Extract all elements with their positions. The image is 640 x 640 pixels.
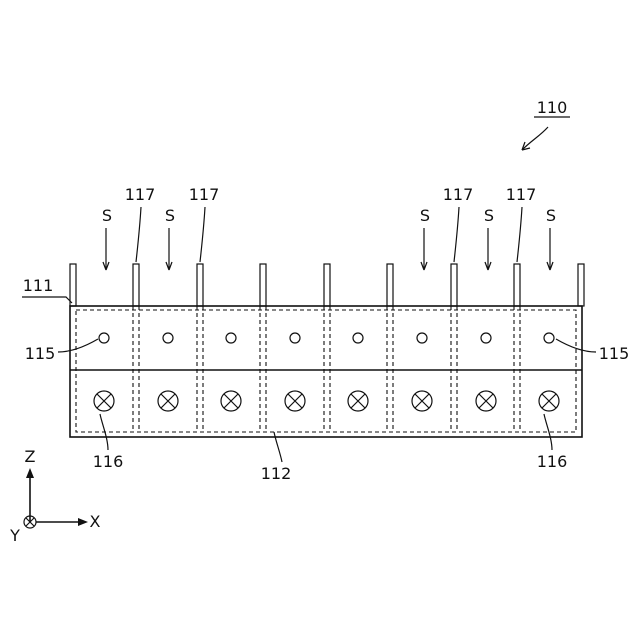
label-s: S bbox=[420, 206, 430, 225]
exhaust-cross bbox=[288, 394, 302, 408]
z-arrowhead bbox=[26, 468, 34, 478]
x-axis-label: X bbox=[90, 512, 101, 531]
partition-dashes bbox=[133, 306, 520, 432]
leader-117 bbox=[517, 207, 522, 262]
leader-115-left bbox=[58, 339, 98, 352]
label-117: 117 bbox=[189, 185, 220, 204]
label-116-right: 116 bbox=[537, 452, 568, 471]
exhaust-cross bbox=[161, 394, 175, 408]
exhaust-cross bbox=[224, 394, 238, 408]
partition-plate bbox=[578, 264, 584, 306]
label-115-right: 115 bbox=[599, 344, 630, 363]
label-s: S bbox=[165, 206, 175, 225]
nozzle-circle bbox=[544, 333, 554, 343]
leader-111 bbox=[22, 297, 72, 303]
partition-labels: 117 117 117 117 bbox=[125, 185, 537, 262]
substrate-labels: SSSSS bbox=[102, 206, 556, 270]
partition-plate bbox=[514, 264, 520, 306]
partition-plate bbox=[70, 264, 76, 306]
z-axis-label: Z bbox=[25, 447, 36, 466]
label-115-left: 115 bbox=[25, 344, 56, 363]
tank-outline bbox=[70, 306, 582, 437]
exhaust-row bbox=[94, 391, 559, 411]
exhaust-cross bbox=[415, 394, 429, 408]
drain-region bbox=[76, 310, 576, 432]
label-s: S bbox=[546, 206, 556, 225]
partition-plate bbox=[387, 264, 393, 306]
label-117: 117 bbox=[125, 185, 156, 204]
y-axis-label: Y bbox=[9, 526, 20, 545]
nozzle-circle bbox=[99, 333, 109, 343]
leader-117 bbox=[136, 207, 141, 262]
nozzle-circle bbox=[290, 333, 300, 343]
nozzle-circle bbox=[417, 333, 427, 343]
exhaust-cross bbox=[351, 394, 365, 408]
nozzle-circle bbox=[481, 333, 491, 343]
partition-plate bbox=[133, 264, 139, 306]
label-112: 112 bbox=[261, 464, 292, 483]
nozzle-row bbox=[99, 333, 554, 343]
label-111: 111 bbox=[23, 276, 54, 295]
partition-plates bbox=[70, 264, 584, 306]
label-116-left: 116 bbox=[93, 452, 124, 471]
ref-label-110: 110 bbox=[537, 98, 568, 117]
label-117: 117 bbox=[443, 185, 474, 204]
exhaust-cross bbox=[97, 394, 111, 408]
exhaust-cross bbox=[479, 394, 493, 408]
partition-plate bbox=[260, 264, 266, 306]
partition-plate bbox=[197, 264, 203, 306]
nozzle-circle bbox=[163, 333, 173, 343]
label-s: S bbox=[102, 206, 112, 225]
partition-plate bbox=[451, 264, 457, 306]
leader-117 bbox=[454, 207, 459, 262]
ref-arrow bbox=[522, 127, 548, 150]
label-117: 117 bbox=[506, 185, 537, 204]
x-arrowhead bbox=[78, 518, 88, 526]
nozzle-circle bbox=[226, 333, 236, 343]
leader-117 bbox=[200, 207, 205, 262]
nozzle-circle bbox=[353, 333, 363, 343]
exhaust-cross bbox=[542, 394, 556, 408]
axis-indicator: Z X Y bbox=[9, 447, 100, 545]
partition-plate bbox=[324, 264, 330, 306]
label-s: S bbox=[484, 206, 494, 225]
